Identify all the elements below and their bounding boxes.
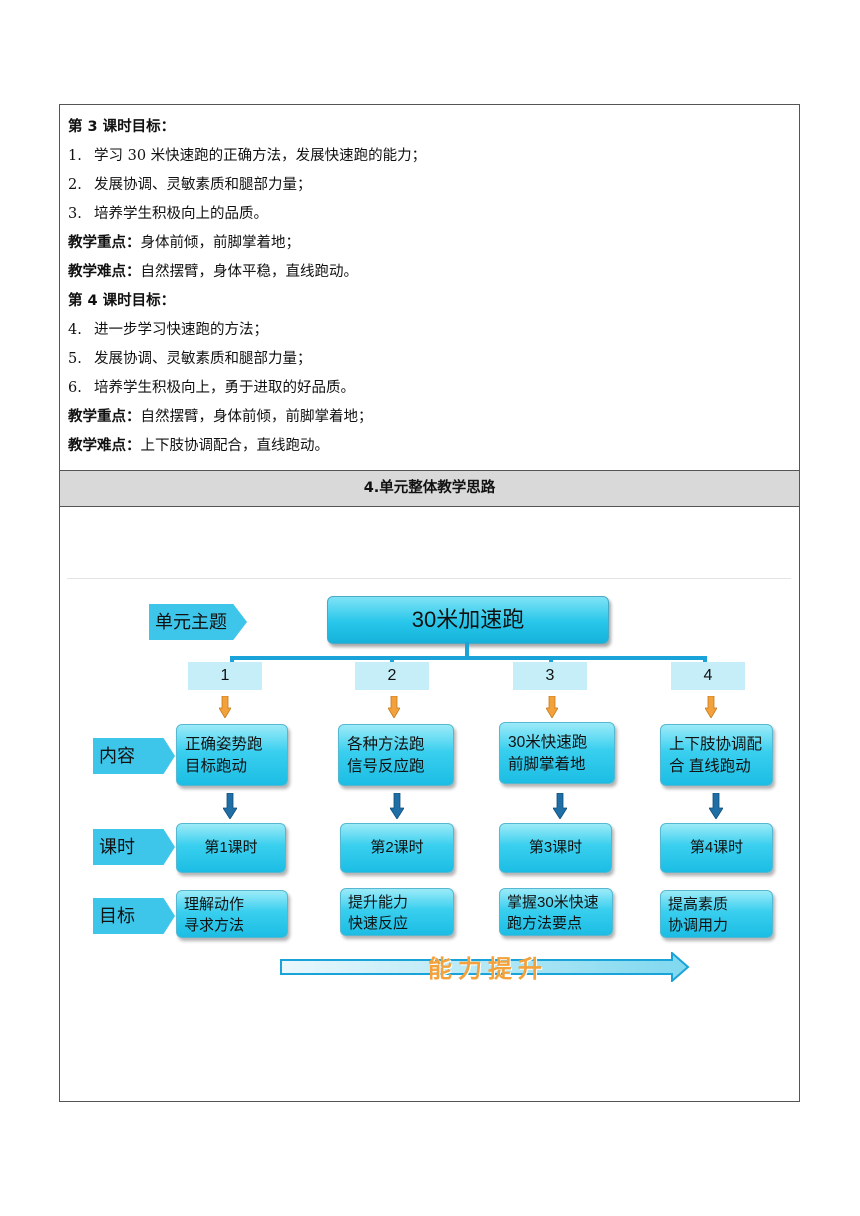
column-number: 2: [355, 662, 429, 690]
content-tag: 内容: [93, 738, 175, 774]
lesson3-difficulty: 教学难点：自然摆臂，身体平稳，直线跑动。: [68, 264, 358, 280]
connector-drop: [390, 656, 394, 664]
connector-vertical: [465, 642, 469, 658]
lesson-box: 第3课时: [499, 823, 612, 873]
down-arrow-icon: [709, 793, 723, 819]
objective-item: 6.培养学生积极向上，勇于进取的好品质。: [68, 380, 355, 396]
lesson-plan-table: 第 3 课时目标： 1.学习 30 米快速跑的正确方法，发展快速跑的能力； 2.…: [59, 104, 800, 1102]
theme-tag: 单元主题: [149, 604, 247, 640]
content-box: 上下肢协调配合 直线跑动: [660, 724, 773, 786]
down-arrow-icon: [705, 696, 717, 718]
objective-item: 3.培养学生积极向上的品质。: [68, 206, 268, 222]
column-number: 1: [188, 662, 262, 690]
content-box: 各种方法跑信号反应跑: [338, 724, 454, 786]
lesson-box: 第1课时: [176, 823, 286, 873]
divider: [67, 578, 791, 579]
lesson4-difficulty: 教学难点：上下肢协调配合，直线跑动。: [68, 438, 329, 454]
objective-item: 5.发展协调、灵敏素质和腿部力量；: [68, 351, 312, 367]
goal-box: 提升能力快速反应: [340, 888, 454, 936]
objective-item: 2.发展协调、灵敏素质和腿部力量；: [68, 177, 312, 193]
lesson4-key-point: 教学重点：自然摆臂，身体前倾，前脚掌着地；: [68, 409, 373, 425]
objective-item: 4.进一步学习快速跑的方法；: [68, 322, 268, 338]
content-box: 30米快速跑前脚掌着地: [499, 722, 615, 784]
connector-drop: [703, 656, 707, 664]
connector-drop: [230, 656, 234, 664]
lesson4-heading: 第 4 课时目标：: [68, 293, 176, 309]
ability-improvement-label: 能力提升: [428, 955, 548, 983]
down-arrow-icon: [388, 696, 400, 718]
connector-drop: [549, 656, 553, 664]
down-arrow-icon: [546, 696, 558, 718]
down-arrow-icon: [390, 793, 404, 819]
content-box: 正确姿势跑目标跑动: [176, 724, 288, 786]
objectives-cell: 第 3 课时目标： 1.学习 30 米快速跑的正确方法，发展快速跑的能力； 2.…: [60, 105, 799, 471]
goal-tag: 目标: [93, 898, 175, 934]
objective-item: 1.学习 30 米快速跑的正确方法，发展快速跑的能力；: [68, 148, 427, 164]
goal-box: 理解动作寻求方法: [176, 890, 288, 938]
lesson3-key-point: 教学重点：身体前倾，前脚掌着地；: [68, 235, 300, 251]
lesson3-heading: 第 3 课时目标：: [68, 119, 176, 135]
connector-horizontal: [230, 656, 706, 660]
column-number: 3: [513, 662, 587, 690]
down-arrow-icon: [219, 696, 231, 718]
goal-box: 提高素质协调用力: [660, 890, 773, 938]
lesson-box: 第2课时: [340, 823, 454, 873]
column-number: 4: [671, 662, 745, 690]
unit-title-box: 30米加速跑: [327, 596, 609, 644]
lesson-box: 第4课时: [660, 823, 773, 873]
lesson-tag: 课时: [93, 829, 175, 865]
down-arrow-icon: [223, 793, 237, 819]
down-arrow-icon: [553, 793, 567, 819]
section-header: 4.单元整体教学思路: [60, 471, 799, 507]
progress-arrow-icon: [280, 952, 690, 982]
goal-box: 掌握30米快速跑方法要点: [499, 888, 613, 936]
